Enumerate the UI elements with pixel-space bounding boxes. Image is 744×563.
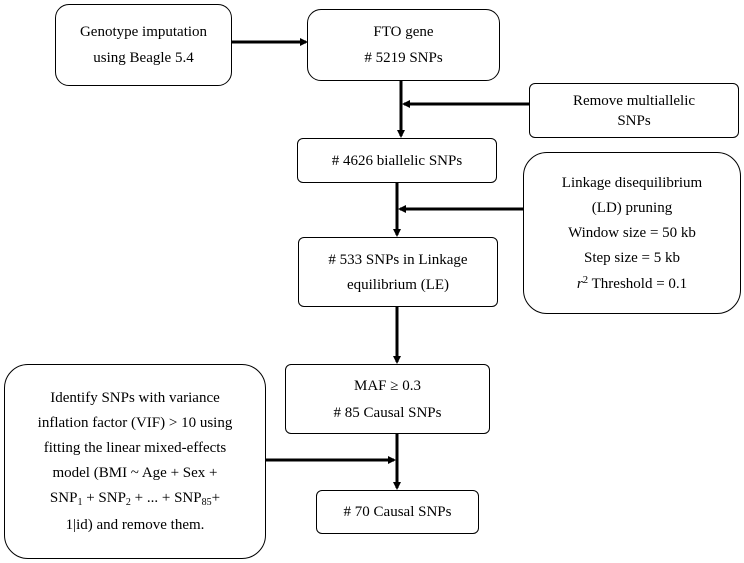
node-text: fitting the linear mixed-effects bbox=[43, 440, 227, 456]
node-text: Linkage disequilibrium bbox=[561, 174, 703, 191]
threshold-text: Threshold = 0.1 bbox=[588, 275, 688, 292]
node-linkage-equilibrium: # 533 SNPs in Linkage equilibrium (LE) bbox=[298, 237, 498, 307]
formula-part: + bbox=[211, 490, 221, 506]
node-remove-multiallelic: Remove multiallelic SNPs bbox=[529, 83, 739, 138]
formula-subscript: 2 bbox=[125, 497, 131, 508]
node-maf-filter: MAF ≥ 0.3 # 85 Causal SNPs bbox=[285, 364, 490, 434]
node-text: Window size = 50 kb bbox=[568, 224, 696, 241]
node-vif-removal: Identify SNPs with variance inflation fa… bbox=[4, 364, 266, 559]
node-final-causal-snps: # 70 Causal SNPs bbox=[316, 490, 479, 534]
node-text: model (BMI ~ Age + Sex + bbox=[52, 465, 218, 481]
node-text: # 4626 biallelic SNPs bbox=[331, 152, 463, 169]
r-symbol: r bbox=[576, 275, 583, 292]
node-text: Genotype imputation bbox=[79, 24, 208, 40]
formula-subscript: 85 bbox=[201, 497, 212, 508]
node-text: MAF ≥ 0.3 bbox=[354, 377, 421, 394]
node-text: equilibrium (LE) bbox=[346, 276, 450, 293]
node-text: SNPs bbox=[617, 112, 651, 129]
node-ld-pruning: Linkage disequilibrium (LD) pruning Wind… bbox=[523, 152, 741, 314]
node-text: using Beagle 5.4 bbox=[93, 50, 194, 66]
node-text: Step size = 5 kb bbox=[584, 249, 680, 266]
node-genotype-imputation: Genotype imputation using Beagle 5.4 bbox=[55, 4, 232, 86]
node-text: FTO gene bbox=[373, 24, 434, 40]
node-text: 1|id) and remove them. bbox=[65, 517, 205, 533]
node-text: # 5219 SNPs bbox=[364, 50, 443, 66]
formula-subscript: 1 bbox=[77, 497, 83, 508]
node-text: inflation factor (VIF) > 10 using bbox=[37, 415, 233, 431]
node-text: # 70 Causal SNPs bbox=[343, 504, 452, 520]
ld-threshold: r2 Threshold = 0.1 bbox=[577, 274, 687, 293]
formula-part: + SNP bbox=[82, 490, 126, 506]
vif-formula: SNP1 + SNP2 + ... + SNP85+ bbox=[50, 489, 220, 509]
node-text: (LD) pruning bbox=[591, 199, 673, 216]
r-exponent: 2 bbox=[582, 273, 589, 286]
node-text: # 533 SNPs in Linkage bbox=[328, 251, 468, 268]
formula-part: SNP bbox=[49, 490, 78, 506]
node-text: Remove multiallelic bbox=[572, 92, 696, 109]
formula-part: + ... + SNP bbox=[130, 490, 202, 506]
node-text: Identify SNPs with variance bbox=[50, 390, 220, 406]
node-fto-gene: FTO gene # 5219 SNPs bbox=[307, 9, 500, 81]
node-biallelic-snps: # 4626 biallelic SNPs bbox=[297, 138, 497, 183]
node-text: # 85 Causal SNPs bbox=[333, 404, 442, 421]
